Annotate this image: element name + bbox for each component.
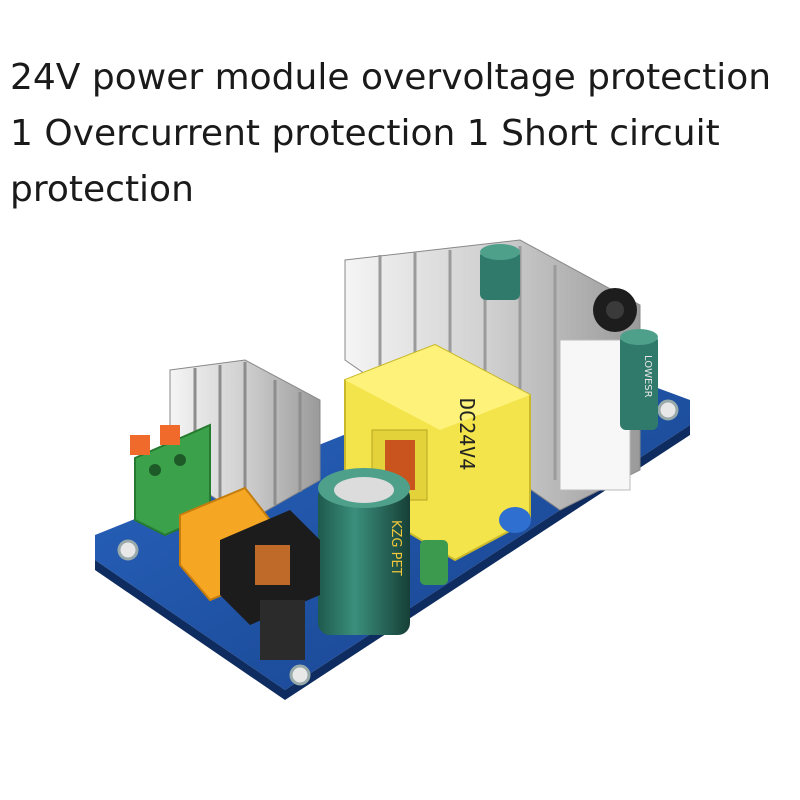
capacitor-side-text: LOWESR [642,355,653,398]
ceramic-capacitor [499,507,531,533]
side-capacitors: LOWESR [480,244,658,430]
rectifier [260,600,305,660]
choke [220,510,320,625]
power-module-photo: DC24V4 KZG PET LOWESR [95,239,690,700]
transformer-marking: DC24V4 [455,398,479,470]
film-capacitor [420,540,448,585]
product-caption: 24V power module overvoltage protection … [10,57,772,210]
capacitor-marking: KZG PET [388,520,403,576]
main-capacitor: KZG PET [318,468,410,635]
